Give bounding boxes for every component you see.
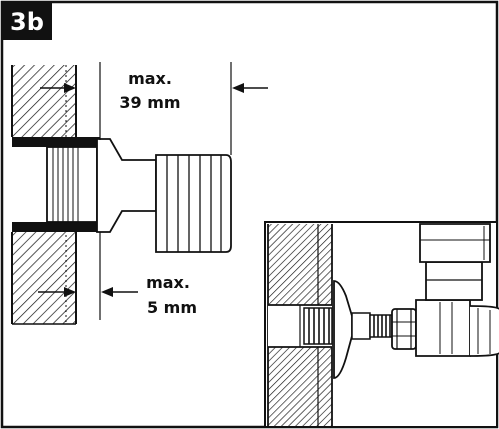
inset-coupling: [351, 312, 393, 340]
step-badge: 3b: [2, 2, 52, 40]
step-label: 3b: [10, 8, 44, 36]
main-view: max. 39 mm max. 5 mm: [11, 62, 268, 325]
dimension-bottom-line1: max.: [146, 273, 190, 292]
dimension-bottom-line2: 5 mm: [147, 298, 197, 317]
shank-thread-lines: [52, 147, 79, 222]
inset-valve-body: [415, 223, 499, 357]
dimension-5mm: max. 5 mm: [38, 232, 197, 320]
dimension-top-line2: 39 mm: [119, 93, 180, 112]
dimension-39mm: max. 39 mm: [40, 62, 268, 155]
wall-section: [11, 65, 77, 325]
nut-knurl-lines: [166, 155, 222, 252]
dimension-top-line1: max.: [128, 69, 172, 88]
threaded-fitting: [46, 138, 232, 253]
inset-view: [264, 221, 499, 428]
inset-hex-nut: [391, 308, 417, 350]
inset-threaded-stub: [303, 307, 333, 345]
